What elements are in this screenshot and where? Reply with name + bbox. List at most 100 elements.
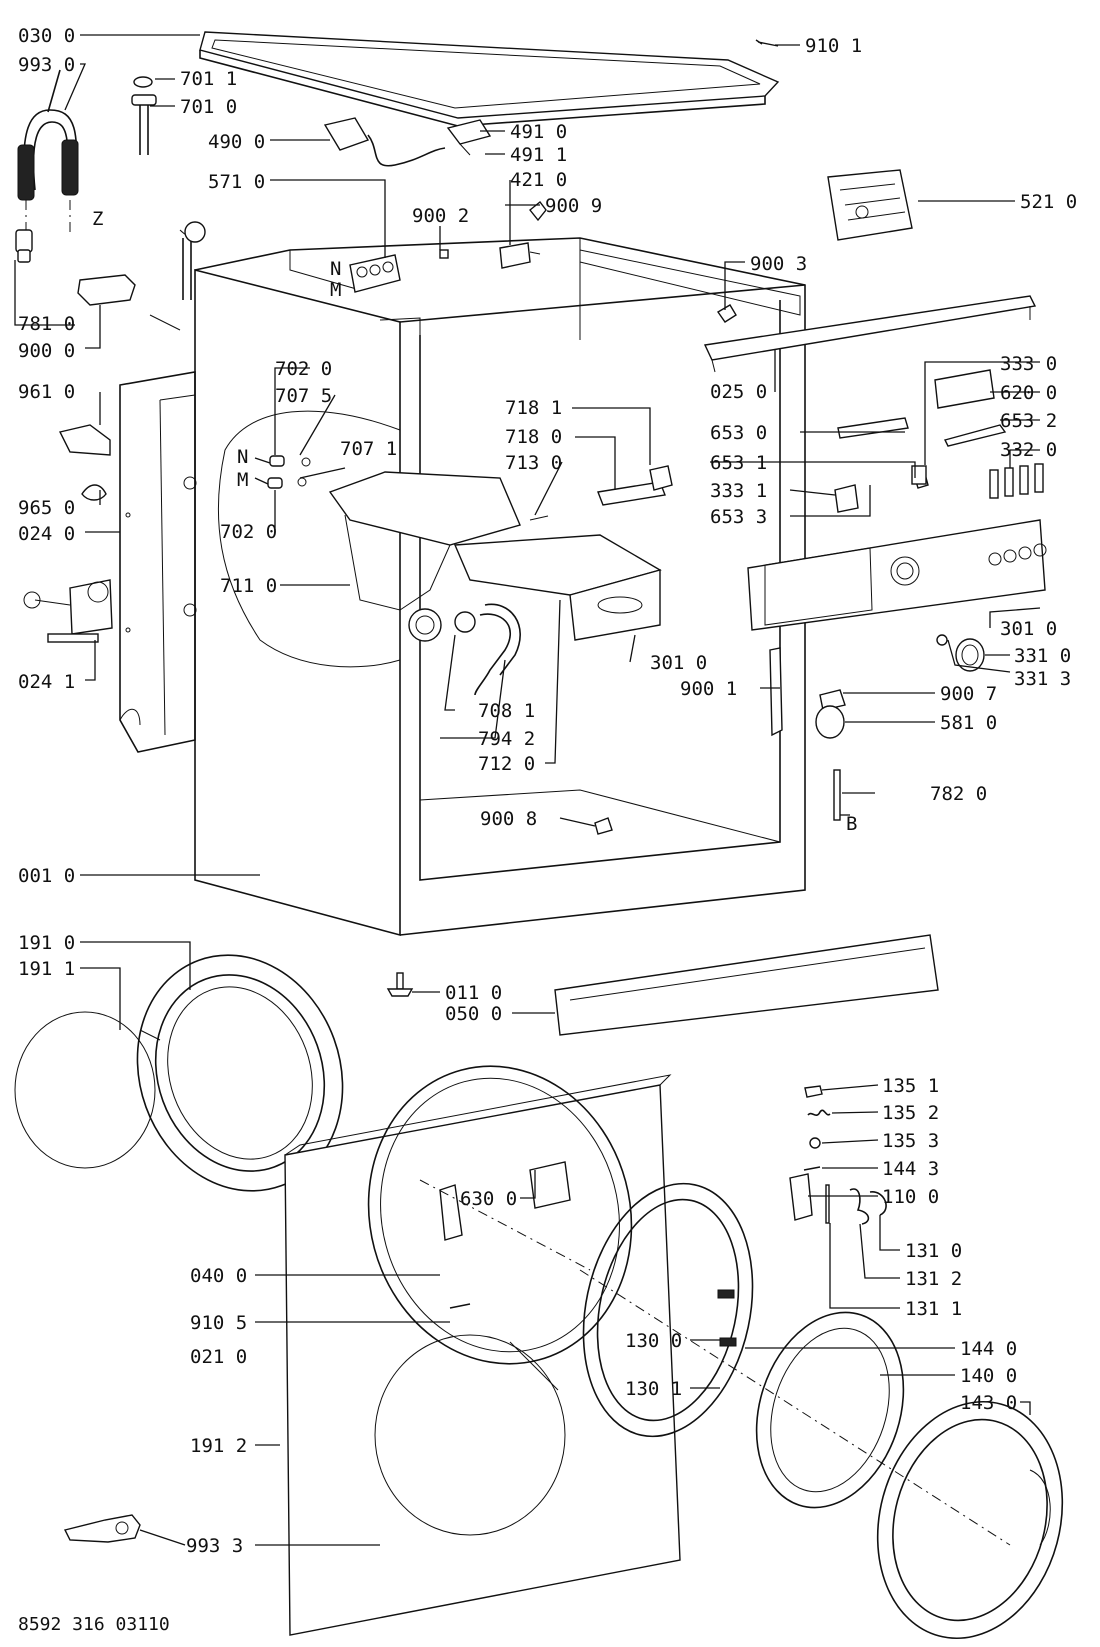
callout-718-0: 718 0 <box>505 426 562 448</box>
door-inner-frame <box>582 1182 754 1438</box>
door-seal <box>14 954 344 1192</box>
callout-993-0: 993 0 <box>18 54 75 76</box>
document-code: 8592 316 03110 <box>18 1614 170 1635</box>
door-handle <box>789 1173 813 1221</box>
mains-cable <box>323 117 446 167</box>
callout-900-3: 900 3 <box>750 253 807 275</box>
switch-333-1 <box>834 484 859 513</box>
inlet-valve <box>349 254 401 293</box>
callout-191-1: 191 1 <box>18 958 75 980</box>
callout-782-0: 782 0 <box>930 783 987 805</box>
callout-110-0: 110 0 <box>882 1186 939 1208</box>
selector-knob <box>936 634 985 672</box>
markers: Z N M N M B <box>92 208 857 835</box>
callout-707-1: 707 1 <box>340 438 397 460</box>
bracket-653-2 <box>943 424 1007 447</box>
callout-140-0: 140 0 <box>960 1365 1017 1387</box>
clip-900-8 <box>594 817 613 835</box>
screw-910-5 <box>449 1303 471 1309</box>
parts-drawing <box>14 31 1064 1640</box>
callout-040-0: 040 0 <box>190 1265 247 1287</box>
callout-701-1: 701 1 <box>180 68 237 90</box>
callout-702-0-bottom: 702 0 <box>220 521 277 543</box>
callout-191-2: 191 2 <box>190 1435 247 1457</box>
marker-z: Z <box>92 208 103 230</box>
dispenser-drawer <box>453 534 662 641</box>
callout-301-0-panel: 301 0 <box>1000 618 1057 640</box>
spring-135-2 <box>807 1109 831 1116</box>
callout-030-0: 030 0 <box>18 25 75 47</box>
dispenser-housing <box>328 471 521 642</box>
callout-707-5: 707 5 <box>275 385 332 407</box>
callout-711-0: 711 0 <box>220 575 277 597</box>
callout-702-0-top: 702 0 <box>275 358 332 380</box>
marker-n-left: N <box>237 446 248 468</box>
marker-m-left: M <box>237 469 248 491</box>
wire-782-0 <box>833 769 841 821</box>
part-718-0 <box>597 481 666 506</box>
kickplate <box>554 934 939 1036</box>
callout-794-2: 794 2 <box>478 728 535 750</box>
clip-900-3 <box>716 304 737 323</box>
callout-713-0: 713 0 <box>505 452 562 474</box>
switch-620-0 <box>934 369 995 409</box>
callout-653-0: 653 0 <box>710 422 767 444</box>
callout-050-0: 050 0 <box>445 1003 502 1025</box>
rear-panel <box>119 371 197 753</box>
callout-144-3: 144 3 <box>882 1158 939 1180</box>
part-713-0 <box>529 515 549 521</box>
callout-900-0: 900 0 <box>18 340 75 362</box>
foot-011-0 <box>386 972 414 997</box>
callout-331-0: 331 0 <box>1014 645 1071 667</box>
callout-708-1: 708 1 <box>478 700 535 722</box>
callout-131-2: 131 2 <box>905 1268 962 1290</box>
callout-900-8: 900 8 <box>480 808 537 830</box>
lock-630-0 <box>529 1161 571 1209</box>
callout-024-0: 024 0 <box>18 523 75 545</box>
filter-961-0 <box>58 424 111 456</box>
callout-900-9: 900 9 <box>545 195 602 217</box>
callout-620-0: 620 0 <box>1000 382 1057 404</box>
callout-131-1: 131 1 <box>905 1298 962 1320</box>
callout-490-0: 490 0 <box>208 131 265 153</box>
screw-910-1 <box>755 39 779 47</box>
callout-135-3: 135 3 <box>882 1130 939 1152</box>
dash-axis-front <box>419 1179 591 1271</box>
door-outer-ring <box>876 1400 1064 1640</box>
callout-910-1: 910 1 <box>805 35 862 57</box>
callout-712-0: 712 0 <box>478 753 535 775</box>
bracket-653-0 <box>837 417 909 439</box>
top-cover <box>199 31 780 127</box>
callout-653-2: 653 2 <box>1000 410 1057 432</box>
marker-n-top: N <box>330 258 341 280</box>
callout-333-1: 333 1 <box>710 480 767 502</box>
callout-331-3: 331 3 <box>1014 668 1071 690</box>
control-panel <box>747 519 1047 631</box>
pushbuttons-332-0 <box>989 463 1044 499</box>
spring-131-2 <box>849 1188 870 1225</box>
part-718-1 <box>649 465 673 491</box>
marker-m-top: M <box>330 279 341 301</box>
callout-143-0: 143 0 <box>960 1392 1017 1414</box>
callout-421-0: 421 0 <box>510 169 567 191</box>
screw-135-1 <box>804 1085 823 1098</box>
interference-filter <box>499 242 541 269</box>
electronic-module <box>827 169 913 241</box>
callout-910-5: 910 5 <box>190 1312 247 1334</box>
part-024-1 <box>47 633 99 643</box>
door-lock-900-1 <box>769 647 783 737</box>
callout-571-0: 571 0 <box>208 171 265 193</box>
callout-135-1: 135 1 <box>882 1075 939 1097</box>
callout-630-0: 630 0 <box>460 1188 517 1210</box>
filter-block <box>446 119 492 156</box>
lever-131-0 <box>869 1191 887 1216</box>
callout-491-1: 491 1 <box>510 144 567 166</box>
callout-332-0: 332 0 <box>1000 439 1057 461</box>
hose-bracket <box>77 274 136 306</box>
callout-130-0: 130 0 <box>625 1330 682 1352</box>
callout-781-0: 781 0 <box>18 313 75 335</box>
callout-024-1: 024 1 <box>18 671 75 693</box>
washer-135-3 <box>809 1137 821 1149</box>
callout-718-1: 718 1 <box>505 397 562 419</box>
